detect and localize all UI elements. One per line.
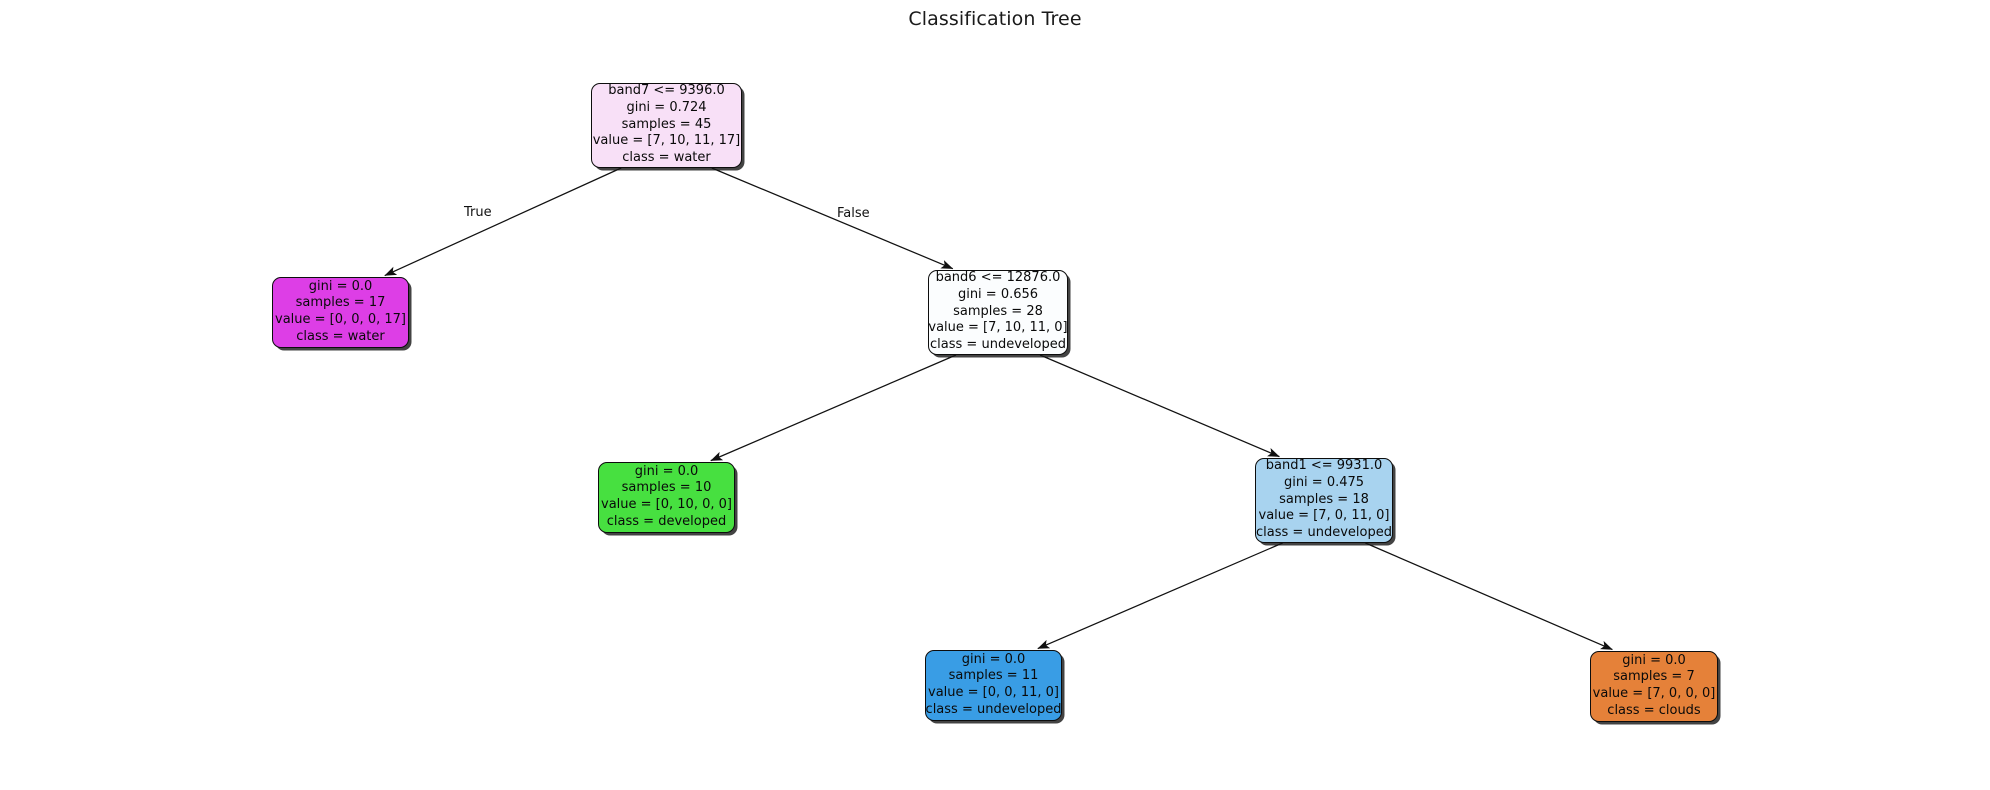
node-clouds-line-samples: samples = 7	[1613, 669, 1695, 685]
tree-node-band6[interactable]: band6 <= 12876.0 gini = 0.656 samples = …	[928, 270, 1068, 355]
tree-node-band1[interactable]: band1 <= 9931.0 gini = 0.475 samples = 1…	[1255, 458, 1393, 543]
node-clouds-line-value: value = [7, 0, 0, 0]	[1592, 686, 1716, 701]
node-developed-line-samples: samples = 10	[621, 480, 712, 496]
node-band1-line-gini: gini = 0.475	[1283, 474, 1365, 490]
node-developed-line-gini: gini = 0.0	[634, 463, 699, 479]
edge-label-false: False	[837, 206, 870, 221]
node-band1-line-class: class = undeveloped	[1256, 525, 1392, 541]
tree-node-developed-leaf[interactable]: gini = 0.0 samples = 10 value = [0, 10, …	[598, 462, 735, 533]
node-undeveloped-line-samples: samples = 11	[948, 668, 1039, 684]
node-band6-line-samples: samples = 28	[953, 303, 1043, 319]
node-band6-line-class: class = undeveloped	[930, 337, 1066, 353]
node-root-line-value: value = [7, 10, 11, 17]	[592, 133, 741, 149]
node-band1-line-value: value = [7, 0, 11, 0]	[1258, 508, 1390, 524]
node-band6-line-value: value = [7, 10, 11, 0]	[928, 320, 1068, 336]
tree-edge-band1-to-undeveloped	[1037, 542, 1283, 650]
node-undeveloped-line-class: class = undeveloped	[925, 701, 1062, 717]
tree-node-undeveloped-leaf[interactable]: gini = 0.0 samples = 11 value = [0, 0, 1…	[925, 650, 1062, 721]
node-developed-line-value: value = [0, 10, 0, 0]	[601, 497, 732, 512]
node-water-line-samples: samples = 17	[295, 295, 386, 311]
node-band1-line-samples: samples = 18	[1279, 491, 1369, 507]
node-band6-line-condition: band6 <= 12876.0	[935, 270, 1061, 286]
tree-edge-root-to-water	[384, 167, 622, 277]
tree-edge-root-to-band6	[711, 167, 954, 270]
node-undeveloped-line-gini: gini = 0.0	[961, 651, 1026, 667]
node-clouds-line-gini: gini = 0.0	[1622, 652, 1686, 668]
node-clouds-line-class: class = clouds	[1607, 702, 1701, 718]
node-root-line-gini: gini = 0.724	[626, 99, 707, 115]
node-water-line-gini: gini = 0.0	[308, 278, 373, 294]
tree-node-root[interactable]: band7 <= 9396.0 gini = 0.724 samples = 4…	[591, 83, 742, 168]
tree-edge-band1-to-clouds	[1365, 542, 1613, 651]
node-root-line-class: class = water	[622, 150, 711, 166]
node-undeveloped-line-value: value = [0, 0, 11, 0]	[928, 685, 1059, 700]
tree-node-clouds-leaf[interactable]: gini = 0.0 samples = 7 value = [7, 0, 0,…	[1590, 651, 1718, 722]
node-band6-line-gini: gini = 0.656	[957, 286, 1039, 302]
tree-edge-band6-to-band1	[1039, 354, 1280, 458]
node-developed-line-class: class = developed	[606, 513, 727, 529]
node-water-line-value: value = [0, 0, 0, 17]	[275, 312, 406, 327]
node-band1-line-condition: band1 <= 9931.0	[1265, 458, 1383, 474]
tree-node-water-leaf[interactable]: gini = 0.0 samples = 17 value = [0, 0, 0…	[272, 277, 409, 348]
edge-label-true: True	[464, 205, 492, 220]
figure-title: Classification Tree	[908, 8, 1082, 30]
node-water-line-class: class = water	[296, 328, 385, 344]
node-root-line-condition: band7 <= 9396.0	[608, 83, 725, 99]
node-root-line-samples: samples = 45	[621, 116, 712, 132]
tree-edge-band6-to-developed	[710, 354, 957, 462]
